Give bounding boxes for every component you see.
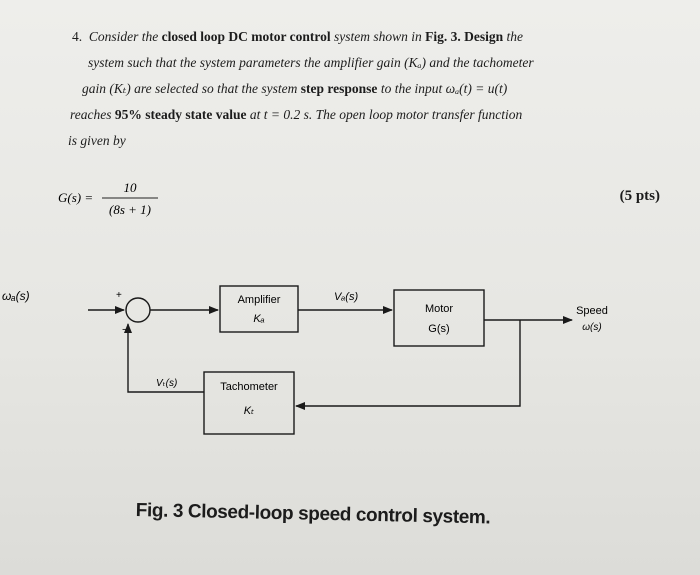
summing-junction: [125, 297, 151, 323]
text-segment: at t = 0.2 s. The open loop motor transf…: [249, 107, 523, 122]
problem-line-5: is given by: [68, 133, 126, 148]
text-segment: reaches: [70, 107, 112, 122]
problem-statement: 4. Consider the closed loop DC motor con…: [68, 24, 668, 154]
motor-title: Motor: [425, 303, 453, 315]
amplifier-block: [219, 285, 299, 333]
bold-segment: Fig. 3. Design: [425, 29, 504, 44]
problem-line-3: gain (Kₜ) are selected so that the syste…: [68, 76, 668, 102]
motor-tf: G(s): [428, 323, 449, 335]
vt-label: Vₜ(s): [156, 378, 177, 389]
text-segment: Consider the: [88, 29, 159, 44]
amplifier-gain: Kₐ: [253, 313, 264, 325]
transfer-function-formula: G(s) = 10 (8s + 1): [58, 180, 158, 217]
problem-line-1: 4. Consider the closed loop DC motor con…: [68, 24, 668, 50]
amplifier-title: Amplifier: [238, 294, 281, 306]
feedback-path: [295, 320, 521, 410]
output-title: Speed: [576, 305, 608, 317]
text-segment: to the input ωₐ(t) = u(t): [380, 81, 508, 96]
tachometer-block: [203, 371, 295, 435]
problem-line-2: system such that the system parameters t…: [88, 55, 534, 70]
va-label: Vₐ(s): [334, 291, 358, 303]
tacho-feedback-arrow: [124, 323, 204, 393]
output-signal: ω(s): [582, 322, 601, 333]
formula-numerator: 10: [124, 180, 138, 195]
text-segment: system shown in: [334, 29, 422, 44]
motor-block: [393, 289, 485, 347]
formula-denominator: (8s + 1): [109, 202, 151, 217]
text-segment: gain (Kₜ) are selected so that the syste…: [82, 81, 298, 96]
formula-lhs: G(s) =: [58, 190, 93, 205]
bold-segment: closed loop DC motor control: [161, 29, 331, 44]
bold-segment: 95% steady state value: [114, 107, 247, 122]
text-segment: the: [506, 29, 524, 44]
input-signal-label: ωₐ(s): [2, 289, 30, 303]
points-label: (5 pts): [619, 188, 660, 204]
tachometer-title: Tachometer: [220, 381, 278, 393]
problem-line-4: reaches 95% steady state value at t = 0.…: [68, 102, 668, 128]
plus-sign: +: [116, 290, 122, 301]
tachometer-gain: Kₜ: [244, 405, 255, 417]
bold-segment: step response: [300, 81, 378, 96]
problem-number: 4.: [72, 29, 83, 44]
